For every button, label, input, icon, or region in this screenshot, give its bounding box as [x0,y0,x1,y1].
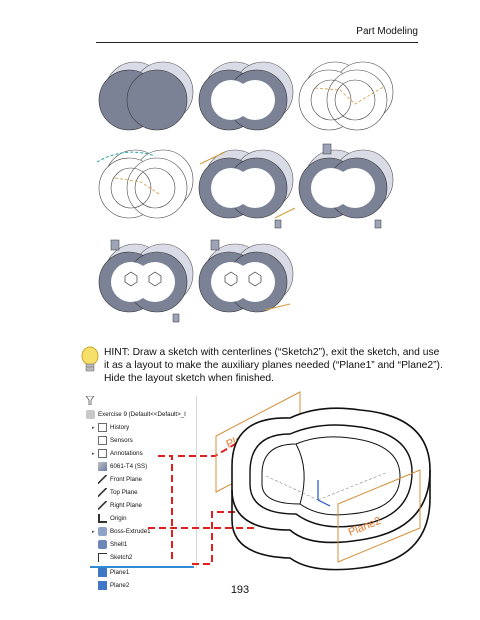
sensors-icon [98,435,107,445]
plane2-outline [337,469,421,563]
page-header: Part Modeling [96,26,418,43]
step-images [96,61,394,323]
material-icon [98,461,107,471]
history-icon [98,422,107,432]
tree-item-label: 6061-T4 (SS) [110,463,148,470]
hint-line-2: it as a layout to make the auxiliary pla… [104,360,443,371]
step-image-5 [198,149,296,229]
tree-item-label: History [110,424,130,431]
step-image-6 [298,143,394,229]
leader-line-plane1 [178,439,243,457]
sketch-icon [98,552,107,562]
hint-text: HINT: Draw a sketch with centerlines (“S… [104,346,444,385]
tree-item-right-plane[interactable]: Right Plane [98,499,142,512]
hint-line-1: HINT: Draw a sketch with centerlines (“S… [104,347,440,358]
tree-item-label: Right Plane [110,502,142,509]
part-icon [86,409,95,419]
expand-arrow-icon[interactable]: ▸ [92,425,95,431]
tree-item-label: Plane2 [110,582,130,589]
step-image-8 [198,239,294,313]
tree-item-annotations[interactable]: ▸ Annotations [92,447,143,460]
feature-tree: Exercise 9 (Default<<Default>_I ▸ History… [84,395,197,568]
expand-arrow-icon[interactable]: ▸ [92,529,95,535]
tree-item-shell1[interactable]: Shell1 [98,538,127,551]
annotations-icon [98,448,107,458]
tree-root-label: Exercise 9 (Default<<Default>_I [98,411,186,418]
tree-item-label: Sketch2 [110,554,133,561]
tree-item-label: Sensors [110,437,133,444]
step-image-2 [198,61,294,131]
tree-item-label: Origin [110,515,127,522]
plane-icon [98,500,107,510]
model-view: Plane1 Plane2 [148,391,431,571]
leader-line-sketch-left [158,455,173,562]
tree-item-top-plane[interactable]: Top Plane [98,486,138,499]
plane-icon [98,487,107,497]
tree-item-label: Boss-Extrude1 [110,528,151,535]
feature-tree-continued: Plane1 Plane2 [84,566,196,594]
step-image-1 [98,61,194,131]
header-title: Part Modeling [356,26,418,37]
step-image-3 [298,61,394,131]
step-image-7 [98,239,194,323]
expand-arrow-icon[interactable]: ▸ [92,451,95,457]
tree-item-front-plane[interactable]: Front Plane [98,473,142,486]
tree-item-label: Top Plane [110,489,138,496]
tree-item-sketch2[interactable]: Sketch2 [98,551,132,564]
tree-item-sensors[interactable]: Sensors [98,434,133,447]
extrude-icon [98,526,107,536]
origin-icon [98,513,107,523]
plane-icon [98,567,107,577]
tree-item-label: Shell1 [110,541,128,548]
shell-icon [98,539,107,549]
tree-item-label: Annotations [110,450,143,457]
part-body [231,407,431,571]
tree-item-material[interactable]: 6061-T4 (SS) [98,460,147,473]
lightbulb-icon [81,346,99,372]
tree-item-plane2[interactable]: Plane2 [98,579,129,592]
tree-item-origin[interactable]: Origin [98,512,127,525]
tree-root[interactable]: Exercise 9 (Default<<Default>_I [86,408,186,421]
tree-item-plane1[interactable]: Plane1 [98,566,129,579]
tree-item-history[interactable]: ▸ History [92,421,129,434]
tree-item-boss-extrude1[interactable]: ▸ Boss-Extrude1 [92,525,151,538]
tree-item-label: Front Plane [110,476,142,483]
page-number: 193 [230,584,250,596]
plane-icon [98,580,107,590]
tree-item-label: Plane1 [110,569,130,576]
step-image-4 [96,149,194,219]
plane-icon [98,474,107,484]
selection-bar [90,566,194,568]
hint-line-3: Hide the layout sketch when finished. [104,373,274,384]
